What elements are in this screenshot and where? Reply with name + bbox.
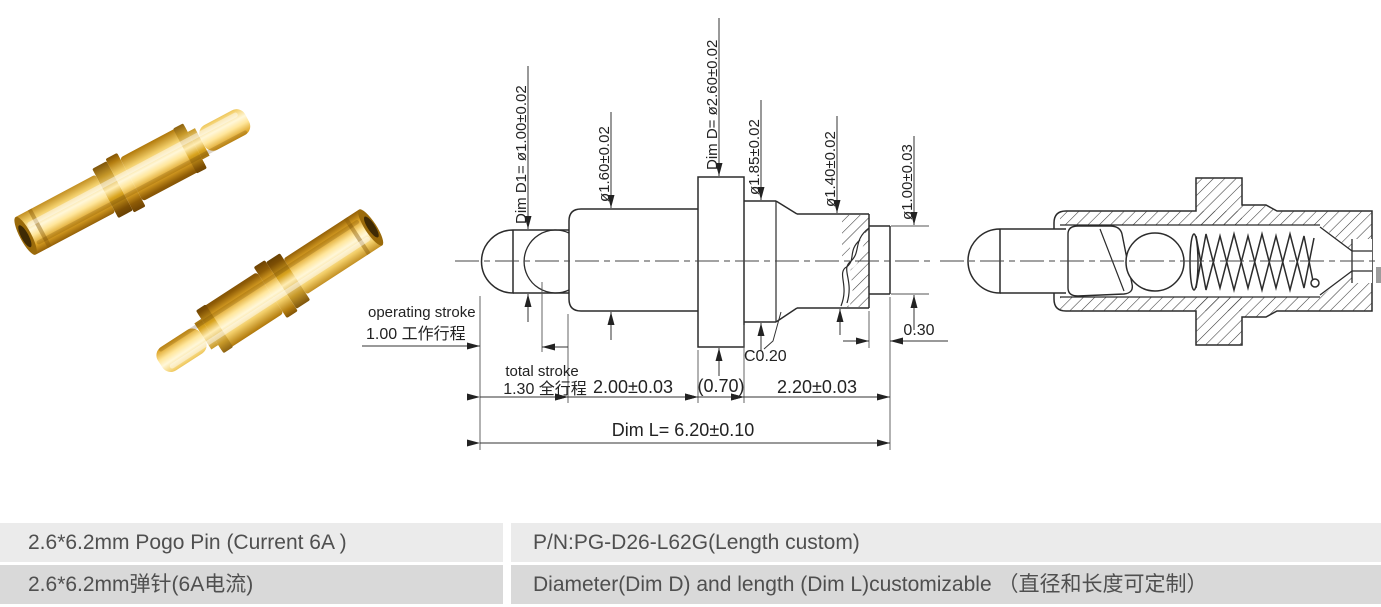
operating-stroke-value: 1.00 工作行程 (366, 325, 466, 343)
plunger-dome (480, 229, 514, 294)
section-plunger-dome (967, 228, 1001, 294)
barrel-front (568, 208, 698, 312)
dimension-lines (362, 18, 948, 447)
dim-total-length: Dim L= 6.20±0.10 (612, 420, 754, 440)
dim-label-1-60: ø1.60±0.02 (596, 126, 613, 202)
table-row: 2.6*6.2mm弹针(6A电流) Diameter(Dim D) and le… (0, 565, 1381, 604)
table-row: 2.6*6.2mm Pogo Pin (Current 6A ) P/N:PG-… (0, 523, 1381, 562)
total-stroke-label: total stroke (505, 363, 578, 380)
dim-label-1-85: ø1.85±0.02 (746, 119, 763, 195)
total-stroke-value: 1.30 全行程 (503, 380, 587, 398)
dim-label-1-40: ø1.40±0.02 (822, 131, 839, 207)
dim-label-d: Dim D= ø2.60±0.02 (704, 40, 721, 170)
spec-table: 2.6*6.2mm Pogo Pin (Current 6A ) P/N:PG-… (0, 523, 1381, 607)
operating-stroke-label: operating stroke (368, 304, 476, 321)
end-cone (1320, 225, 1352, 297)
part-number: P/N:PG-D26-L62G(Length custom) (511, 523, 1381, 562)
pogo-pin-photo-1 (6, 91, 262, 266)
dim-label-d1: Dim D1= ø1.00±0.02 (513, 85, 530, 224)
dim-label-1-00: ø1.00±0.03 (899, 144, 916, 220)
ball (1125, 232, 1185, 292)
dim-len-0-70: (0.70) (697, 376, 744, 396)
drawing-labels: Dim D1= ø1.00±0.02 ø1.60±0.02 Dim D= ø2.… (366, 40, 935, 440)
extension-lines (479, 225, 929, 450)
dim-len-2-20: 2.20±0.03 (777, 377, 857, 397)
spring (1189, 231, 1320, 293)
dim-len-2-00: 2.00±0.03 (593, 377, 673, 397)
wall-thickness-callout: 0.30 (903, 322, 934, 339)
product-name-cn: 2.6*6.2mm弹针(6A电流) (0, 565, 503, 604)
screen-edge-artifact (1376, 267, 1381, 283)
technical-drawing: Dim D1= ø1.00±0.02 ø1.60±0.02 Dim D= ø2.… (362, 18, 1381, 450)
product-name-en: 2.6*6.2mm Pogo Pin (Current 6A ) (0, 523, 503, 562)
customizable-note: Diameter(Dim D) and length (Dim L)custom… (511, 565, 1381, 604)
chamfer-callout: C0.20 (744, 348, 787, 365)
flange (697, 176, 745, 348)
